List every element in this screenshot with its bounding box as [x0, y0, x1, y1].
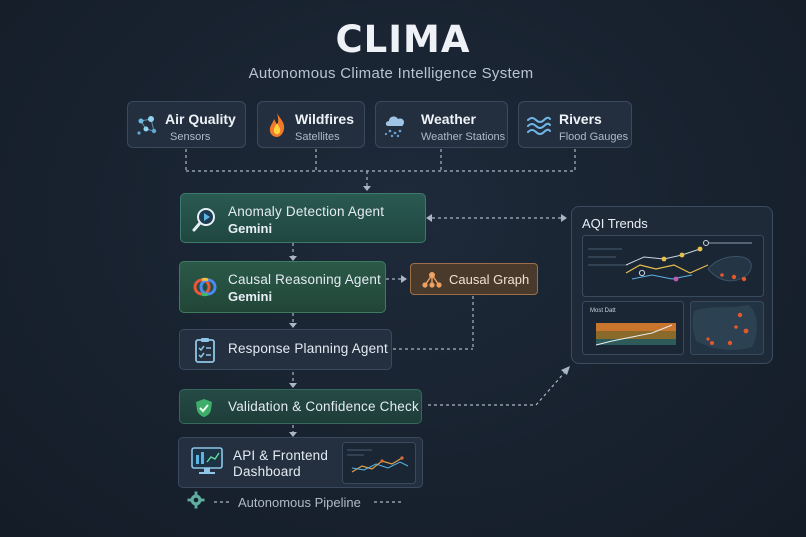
source-sublabel: Satellites [295, 131, 340, 143]
gemini-logo-icon [193, 277, 217, 297]
clipboard-icon [195, 338, 215, 363]
monitor-icon [191, 447, 223, 474]
waves-icon [527, 116, 551, 135]
source-sublabel: Flood Gauges [559, 131, 629, 143]
agent-model: Gemini [228, 221, 273, 236]
agent-label: Validation & Confidence Check [228, 399, 419, 414]
fire-icon [269, 113, 285, 137]
response-planning-agent[interactable]: Response Planning Agent [179, 329, 392, 370]
source-sublabel: Sensors [170, 131, 211, 143]
aqi-trends-title: AQI Trends [582, 216, 648, 231]
magnifier-icon [192, 208, 215, 232]
validation-confidence-check[interactable]: Validation & Confidence Check [179, 389, 422, 424]
page-title: CLIMA [335, 18, 471, 61]
aqi-mini-chart: Most Datt [582, 301, 684, 355]
sensor-network-icon [137, 116, 157, 135]
causal-reasoning-agent[interactable]: Causal Reasoning Agent Gemini [179, 261, 386, 313]
agent-model: Gemini [228, 289, 273, 304]
source-label: Rivers [559, 111, 602, 127]
agent-label-line2: Dashboard [233, 464, 301, 479]
footer-label: Autonomous Pipeline [238, 495, 361, 510]
agent-label: Causal Reasoning Agent [228, 272, 382, 287]
source-card-air-quality[interactable]: Air Quality Sensors [127, 101, 246, 148]
source-card-wildfires[interactable]: Wildfires Satellites [257, 101, 365, 148]
shield-check-icon [196, 399, 212, 417]
agent-label-line1: API & Frontend [233, 448, 329, 463]
wildfire-map-thumbnail [690, 301, 764, 355]
source-card-weather[interactable]: Weather Weather Stations [375, 101, 508, 148]
source-sublabel: Weather Stations [421, 131, 506, 143]
source-label: Air Quality [165, 111, 236, 127]
causal-graph-label: Causal Graph [449, 272, 530, 287]
mini-chart-label: Most Datt [590, 308, 616, 314]
dashboard-thumbnail [342, 442, 416, 484]
anomaly-detection-agent[interactable]: Anomaly Detection Agent Gemini [180, 193, 426, 243]
gear-icon [187, 491, 205, 509]
page-subtitle: Autonomous Climate Intelligence System [248, 65, 534, 82]
source-label: Weather [421, 111, 476, 127]
cloud-rain-icon [384, 116, 405, 138]
source-card-rivers[interactable]: Rivers Flood Gauges [518, 101, 632, 148]
aqi-trend-chart [582, 235, 764, 297]
source-label: Wildfires [295, 111, 354, 127]
agent-label: Anomaly Detection Agent [228, 204, 385, 219]
graph-nodes-icon [422, 272, 442, 288]
agent-label: Response Planning Agent [228, 341, 388, 356]
api-frontend-dashboard[interactable]: API & Frontend Dashboard [178, 437, 423, 488]
aqi-trends-panel[interactable]: AQI Trends Most Datt [571, 206, 773, 364]
causal-graph-box[interactable]: Causal Graph [410, 263, 538, 295]
